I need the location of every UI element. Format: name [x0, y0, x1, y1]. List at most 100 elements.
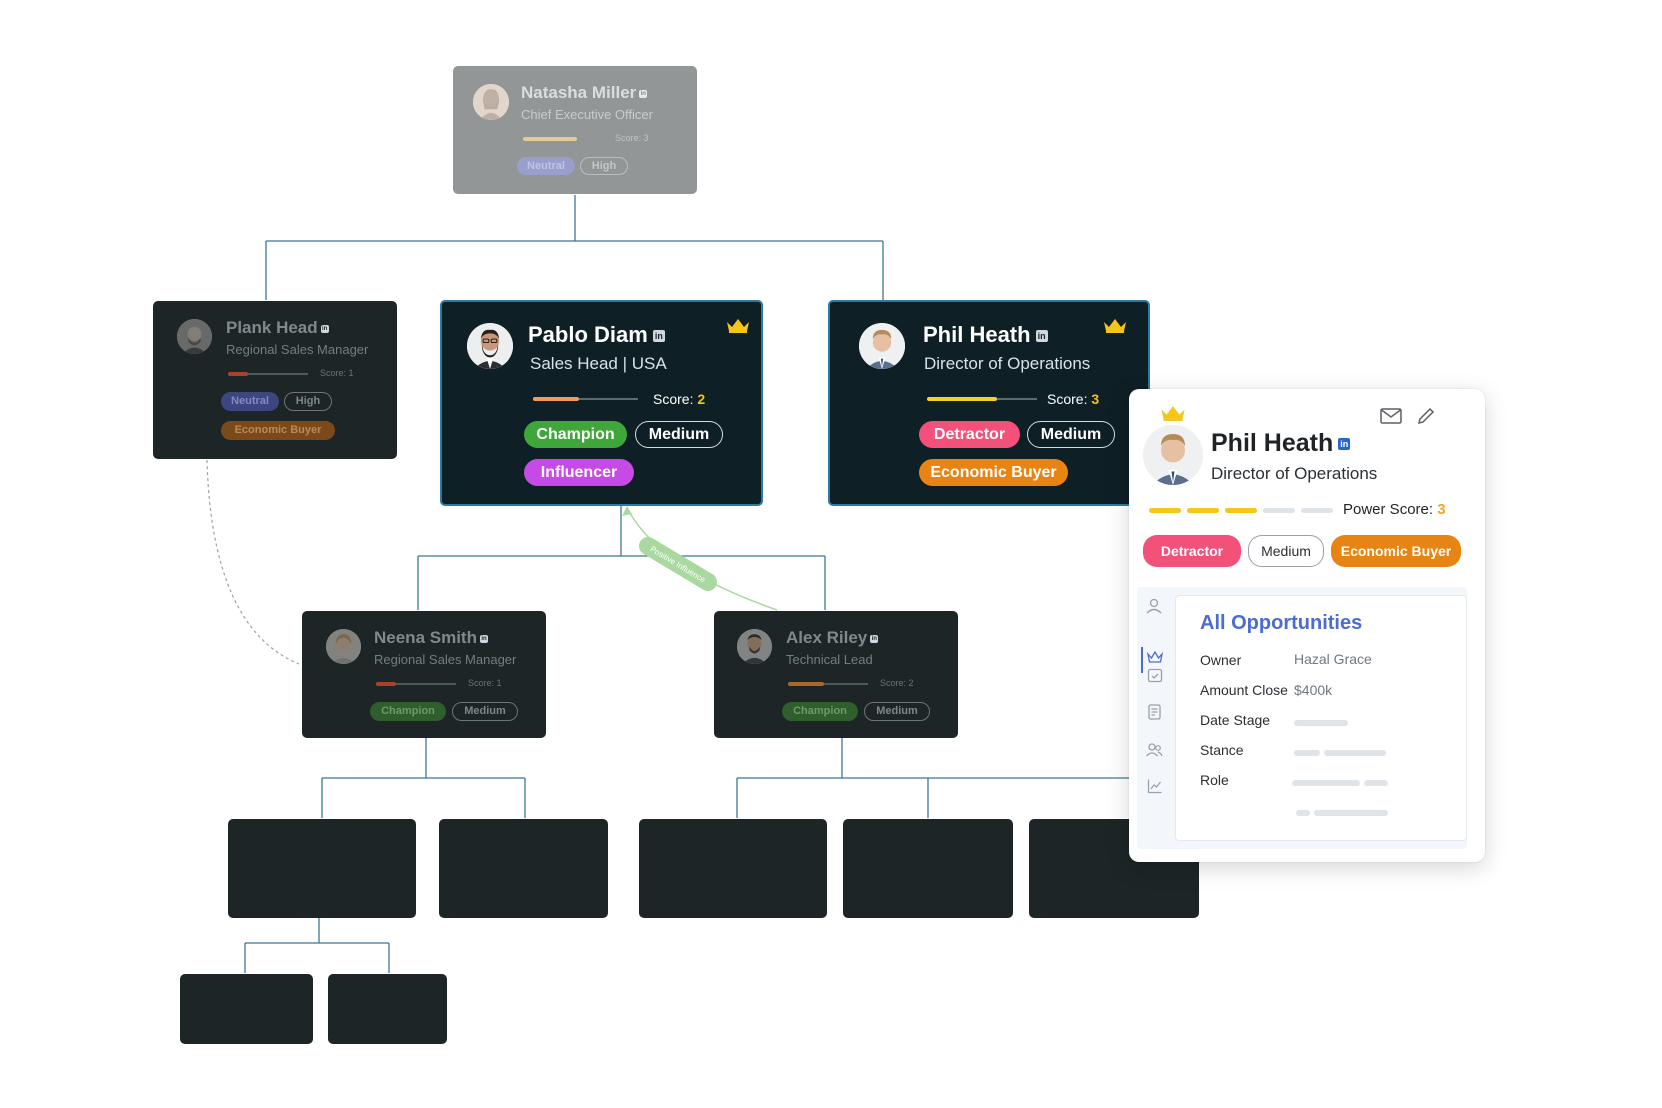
- placeholder-line: [1296, 810, 1310, 816]
- node-title: Director of Operations: [924, 354, 1091, 373]
- owner-label: Owner: [1200, 652, 1242, 668]
- tag-influencer: Influencer: [524, 459, 634, 486]
- placeholder-line: [1314, 810, 1388, 816]
- score-label: Score: 1: [320, 368, 354, 378]
- people-icon[interactable]: [1145, 741, 1163, 759]
- score-label: Score: 2: [653, 391, 706, 407]
- power-score-bar: [1149, 508, 1335, 513]
- score-bar: [927, 397, 1037, 401]
- edit-icon[interactable]: [1416, 406, 1436, 426]
- linkedin-icon[interactable]: in: [639, 89, 648, 98]
- influence-label-pill: Positive Influence: [638, 536, 718, 592]
- linkedin-icon[interactable]: in: [320, 324, 329, 333]
- tag-medium: Medium: [452, 702, 518, 721]
- node-title: Regional Sales Manager: [374, 652, 517, 667]
- panel-title: Director of Operations: [1211, 464, 1378, 483]
- tag-neutral: Neutral: [221, 392, 279, 411]
- role-label: Role: [1200, 772, 1229, 788]
- placeholder-line: [1294, 750, 1320, 756]
- linkedin-icon[interactable]: in: [1035, 330, 1048, 343]
- chart-icon[interactable]: [1146, 777, 1164, 795]
- tag-high: High: [284, 392, 332, 411]
- tag-economic-buyer: Economic Buyer: [221, 421, 335, 440]
- amount-label: Amount Close: [1200, 682, 1288, 698]
- node-placeholder[interactable]: [639, 819, 827, 918]
- avatar: [177, 319, 212, 354]
- score-label: Score: 3: [1047, 391, 1100, 407]
- node-title: Sales Head | USA: [530, 354, 667, 373]
- linkedin-icon[interactable]: in: [652, 330, 665, 343]
- score-bar: [523, 137, 577, 141]
- dotted-relationship-line: [206, 459, 300, 665]
- tag-economic-buyer: Economic Buyer: [1331, 535, 1461, 567]
- avatar: [473, 84, 509, 120]
- mail-icon[interactable]: [1380, 407, 1402, 425]
- tag-neutral: Neutral: [517, 157, 575, 175]
- person-icon[interactable]: [1145, 597, 1163, 615]
- tag-detractor: Detractor: [919, 421, 1020, 448]
- placeholder-line: [1364, 780, 1388, 786]
- node-title: Chief Executive Officer: [521, 107, 653, 122]
- score-bar: [228, 372, 308, 376]
- active-tab-indicator: [1141, 647, 1143, 673]
- placeholder-line: [1294, 720, 1348, 726]
- crown-icon: [725, 316, 751, 334]
- amount-value: $400k: [1294, 682, 1333, 698]
- node-placeholder[interactable]: [439, 819, 608, 918]
- node-placeholder[interactable]: [228, 819, 416, 918]
- linkedin-icon[interactable]: in: [479, 634, 488, 643]
- node-placeholder[interactable]: [328, 974, 447, 1044]
- score-bar: [533, 397, 638, 401]
- crown-icon: [1102, 316, 1128, 334]
- node-placeholder[interactable]: [180, 974, 313, 1044]
- placeholder-line: [1324, 750, 1386, 756]
- tag-champion: Champion: [524, 421, 627, 448]
- stance-label: Stance: [1200, 742, 1244, 758]
- avatar: [859, 323, 905, 369]
- tag-champion: Champion: [782, 702, 858, 721]
- score-label: Score: 3: [615, 133, 649, 143]
- tag-medium: Medium: [864, 702, 930, 721]
- opportunities-title[interactable]: All Opportunities: [1200, 612, 1363, 634]
- owner-value: Hazal Grace: [1294, 651, 1372, 667]
- tag-medium: Medium: [635, 421, 723, 448]
- score-label: Score: 1: [468, 678, 502, 688]
- node-title: Regional Sales Manager: [226, 342, 369, 357]
- avatar: [326, 629, 361, 664]
- tag-high: High: [580, 157, 628, 175]
- influence-line: [626, 507, 778, 611]
- tag-medium: Medium: [1027, 421, 1115, 448]
- influence-label: Positive Influence: [649, 544, 708, 584]
- power-score-label: Power Score: 3: [1343, 501, 1446, 518]
- avatar: [467, 323, 513, 369]
- node-placeholder[interactable]: [843, 819, 1013, 918]
- placeholder-line: [1292, 780, 1360, 786]
- score-bar: [788, 682, 868, 686]
- linkedin-icon[interactable]: in: [1338, 438, 1351, 451]
- calendar-check-icon[interactable]: [1146, 666, 1164, 684]
- score-label: Score: 2: [880, 678, 914, 688]
- avatar: [737, 629, 772, 664]
- tag-champion: Champion: [370, 702, 446, 721]
- document-edit-icon[interactable]: [1146, 703, 1164, 721]
- linkedin-icon[interactable]: in: [870, 634, 879, 643]
- tag-detractor: Detractor: [1143, 535, 1241, 567]
- crown-outline-icon[interactable]: [1146, 649, 1164, 667]
- tag-medium: Medium: [1248, 535, 1324, 567]
- tag-economic-buyer: Economic Buyer: [919, 459, 1068, 486]
- avatar: [1143, 425, 1203, 485]
